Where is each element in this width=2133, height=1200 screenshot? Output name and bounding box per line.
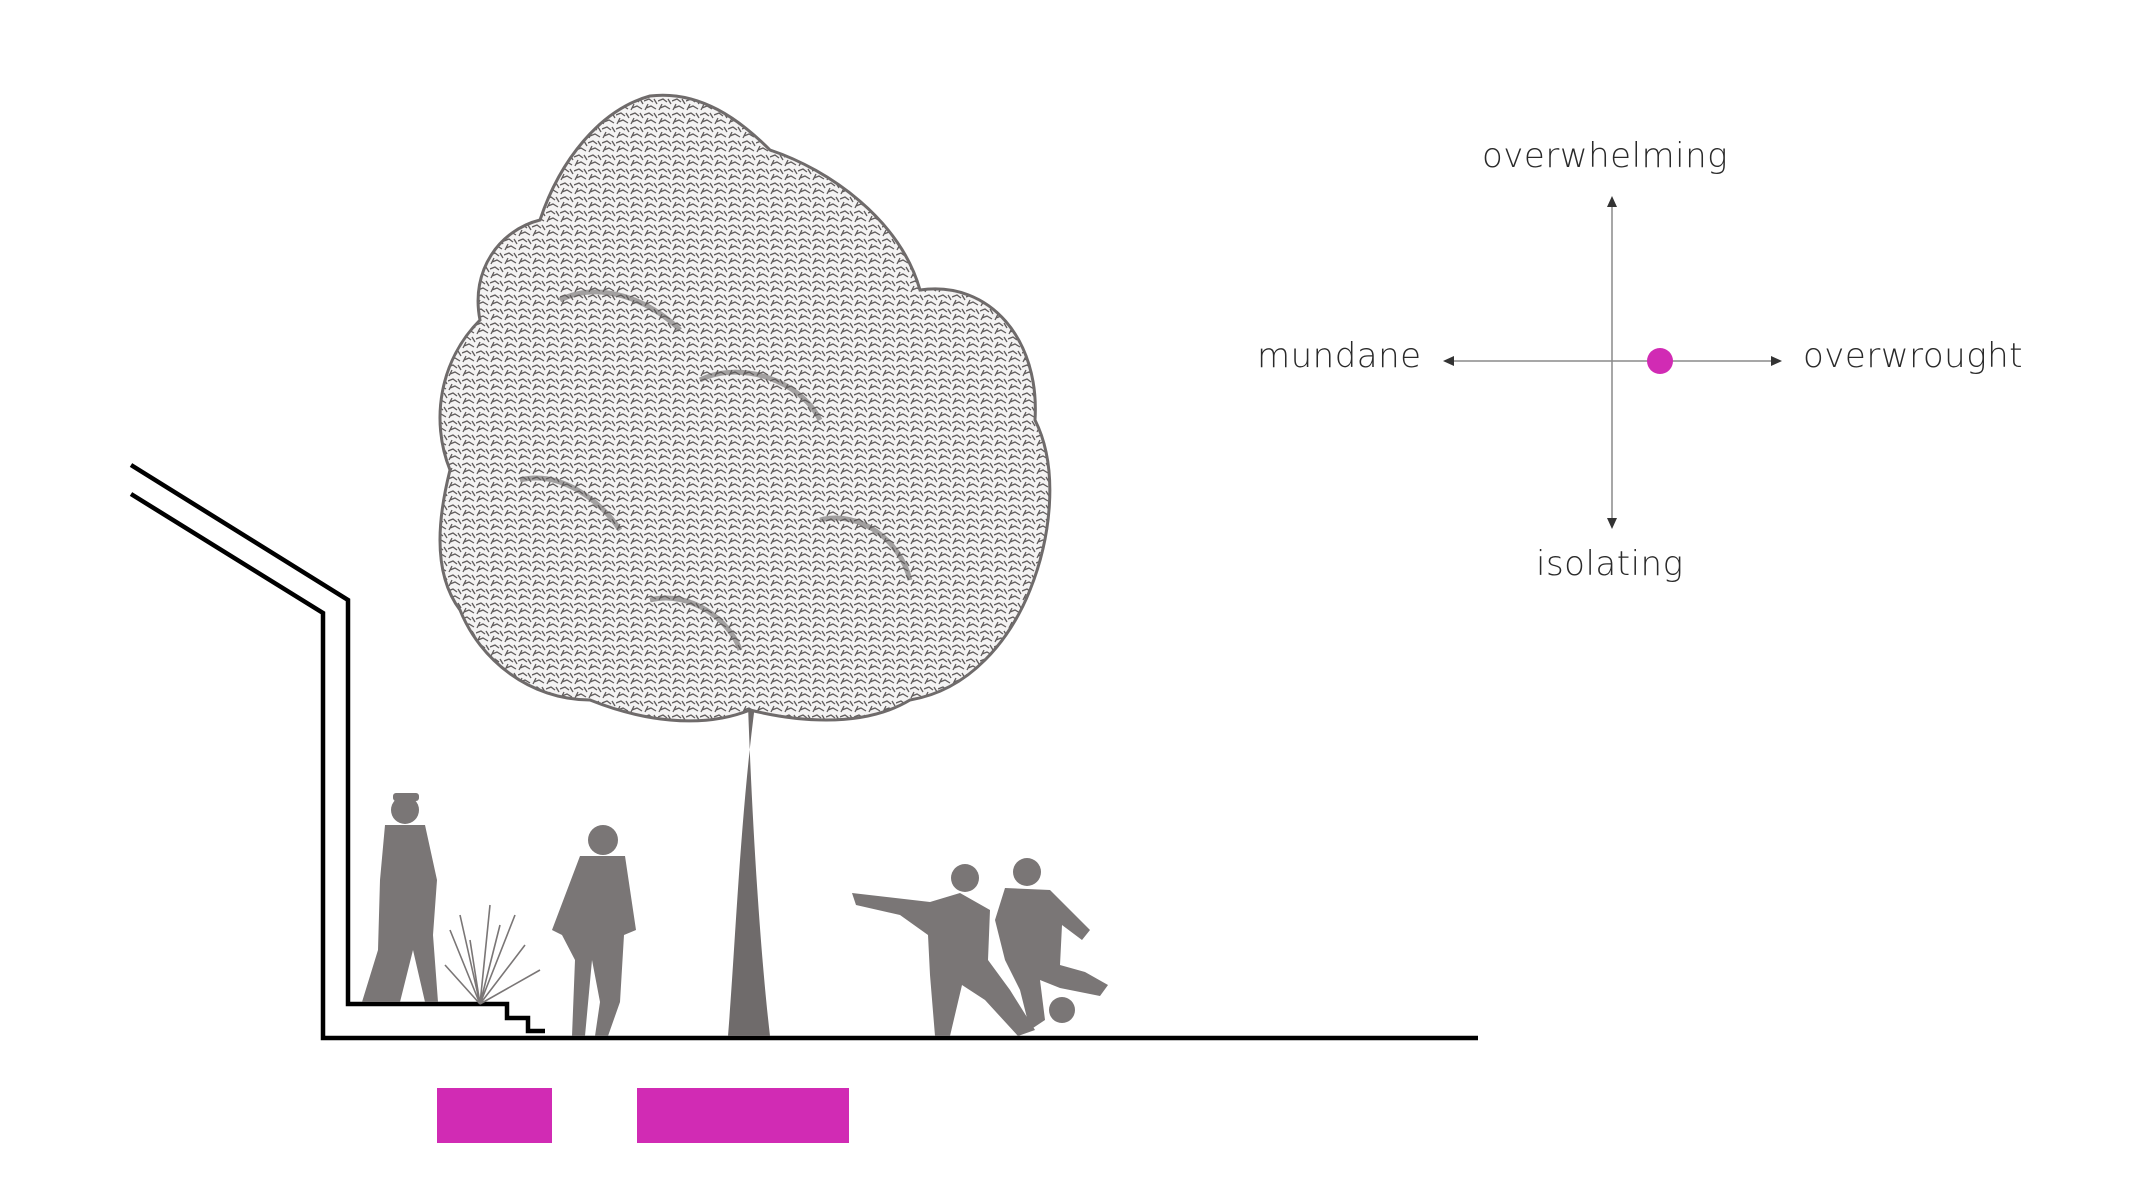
axis-label-isolating: isolating xyxy=(1536,544,1684,584)
rating-marker xyxy=(1647,348,1673,374)
rating-axes xyxy=(1443,196,1782,529)
program-bar xyxy=(637,1088,849,1143)
shrub-icon xyxy=(444,904,541,1005)
program-bar xyxy=(437,1088,552,1143)
axis-label-overwhelming: overwhelming xyxy=(1482,136,1729,176)
soccer-players-icon xyxy=(852,858,1108,1036)
building-wall xyxy=(129,463,1478,1041)
axis-label-mundane: mundane xyxy=(1257,336,1422,376)
tree-icon xyxy=(438,93,1052,1036)
person-icon xyxy=(362,793,438,1002)
person-icon xyxy=(552,825,636,1036)
axis-label-overwrought: overwrought xyxy=(1803,336,2023,376)
